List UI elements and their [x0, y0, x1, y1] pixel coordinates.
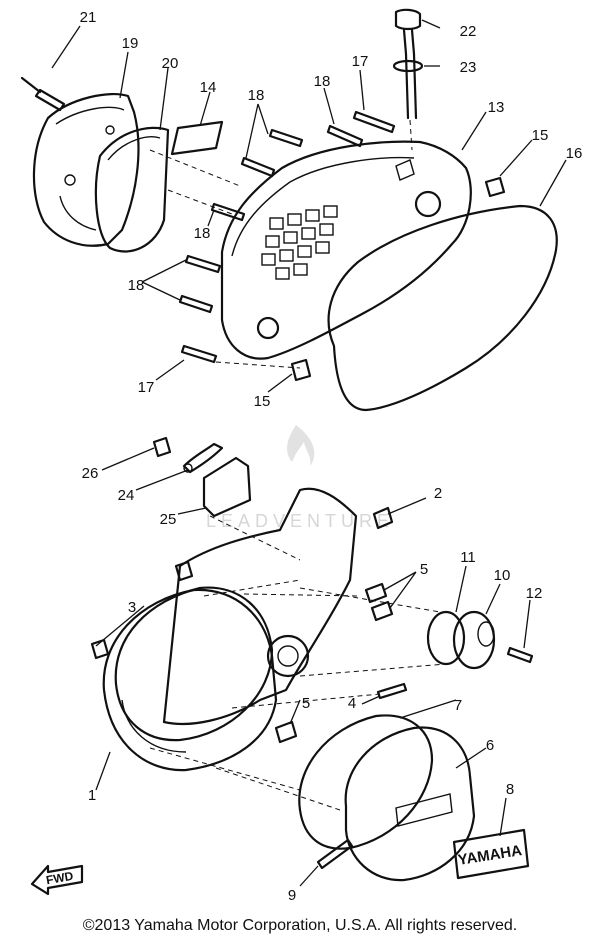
dowel-left	[90, 638, 110, 660]
callout-11: 11	[460, 549, 476, 566]
part-20-gasket	[94, 126, 170, 253]
callout-13: 13	[488, 99, 505, 116]
callout-22: 22	[460, 23, 477, 40]
lower-assembly: YAMAHA FWD	[30, 436, 534, 896]
part-14-plate	[170, 120, 224, 156]
upper-assembly	[20, 8, 567, 412]
callout-1: 1	[88, 787, 96, 804]
part-5-bolt-lower	[274, 720, 298, 744]
upper-bolts	[178, 110, 396, 364]
part-7-gasket	[298, 714, 434, 850]
callout-20: 20	[162, 55, 179, 72]
part-16-gasket	[327, 204, 558, 412]
callout-labels: 21 19 20 14 18 18 17 22 23 13 15 16 18 1…	[80, 9, 583, 904]
part-21-bolt	[20, 76, 66, 112]
callout-18-d: 18	[128, 277, 145, 294]
part-4-bolt	[376, 682, 408, 700]
callout-24: 24	[118, 487, 135, 504]
callout-14: 14	[200, 79, 217, 96]
part-23-o-ring	[392, 59, 424, 73]
callout-6: 6	[486, 737, 494, 754]
part-1-cover	[102, 588, 310, 772]
callout-23: 23	[460, 59, 477, 76]
watermark-flame-icon	[287, 425, 315, 466]
callout-2: 2	[434, 485, 442, 502]
alignment-lines-upper	[149, 119, 413, 369]
callout-10: 10	[494, 567, 511, 584]
part-25-plate	[202, 456, 252, 518]
dowel-top	[174, 560, 194, 582]
badge-text: YAMAHA	[457, 842, 523, 869]
part-15-dowel-lower	[290, 358, 312, 382]
part-26-bolt	[152, 436, 172, 458]
part-8-badge: YAMAHA	[452, 828, 530, 880]
copyright-notice: ©2013 Yamaha Motor Corporation, U.S.A. A…	[82, 917, 518, 934]
part-22-oil-cap	[394, 8, 422, 120]
watermark: LEADVENTURE	[206, 425, 394, 531]
crankcase-cover-body	[162, 487, 358, 725]
fwd-label: FWD	[45, 869, 75, 888]
part-9-bolt	[316, 838, 354, 870]
callout-17-a: 17	[352, 53, 369, 70]
callout-18-b: 18	[314, 73, 331, 90]
callout-25: 25	[160, 511, 177, 528]
part-24-clamp	[182, 442, 224, 474]
part-15-dowel-upper	[484, 176, 506, 198]
part-5-bolt-upper-a	[364, 582, 388, 604]
part-10-cap	[452, 610, 496, 670]
callout-18-a: 18	[248, 87, 265, 104]
part-2-fitting	[372, 506, 394, 530]
fwd-arrow-icon: FWD	[30, 864, 84, 896]
callout-18-c: 18	[194, 225, 211, 242]
callout-15-a: 15	[532, 127, 549, 144]
part-5-bolt-upper-b	[370, 600, 394, 622]
callout-21: 21	[80, 9, 97, 26]
callout-16: 16	[566, 145, 583, 162]
callout-4: 4	[348, 695, 356, 712]
alignment-lines-lower	[149, 515, 447, 811]
callout-12: 12	[526, 585, 543, 602]
part-12-screw	[506, 646, 534, 664]
callout-5-a: 5	[420, 561, 428, 578]
leader-lines-upper	[51, 19, 567, 393]
leader-lines-lower	[95, 447, 531, 887]
callout-8: 8	[506, 781, 514, 798]
callout-9: 9	[288, 887, 296, 904]
callout-5-b: 5	[302, 695, 310, 712]
callout-7: 7	[454, 697, 462, 714]
watermark-text: LEADVENTURE	[206, 511, 394, 531]
part-13-main-cover	[220, 140, 472, 360]
callout-26: 26	[82, 465, 99, 482]
callout-3: 3	[128, 599, 136, 616]
callout-17-b: 17	[138, 379, 155, 396]
callout-15-b: 15	[254, 393, 271, 410]
cover-grille	[261, 205, 338, 280]
part-6-cover	[344, 726, 476, 882]
callout-19: 19	[122, 35, 139, 52]
part-19-cover	[32, 92, 140, 247]
